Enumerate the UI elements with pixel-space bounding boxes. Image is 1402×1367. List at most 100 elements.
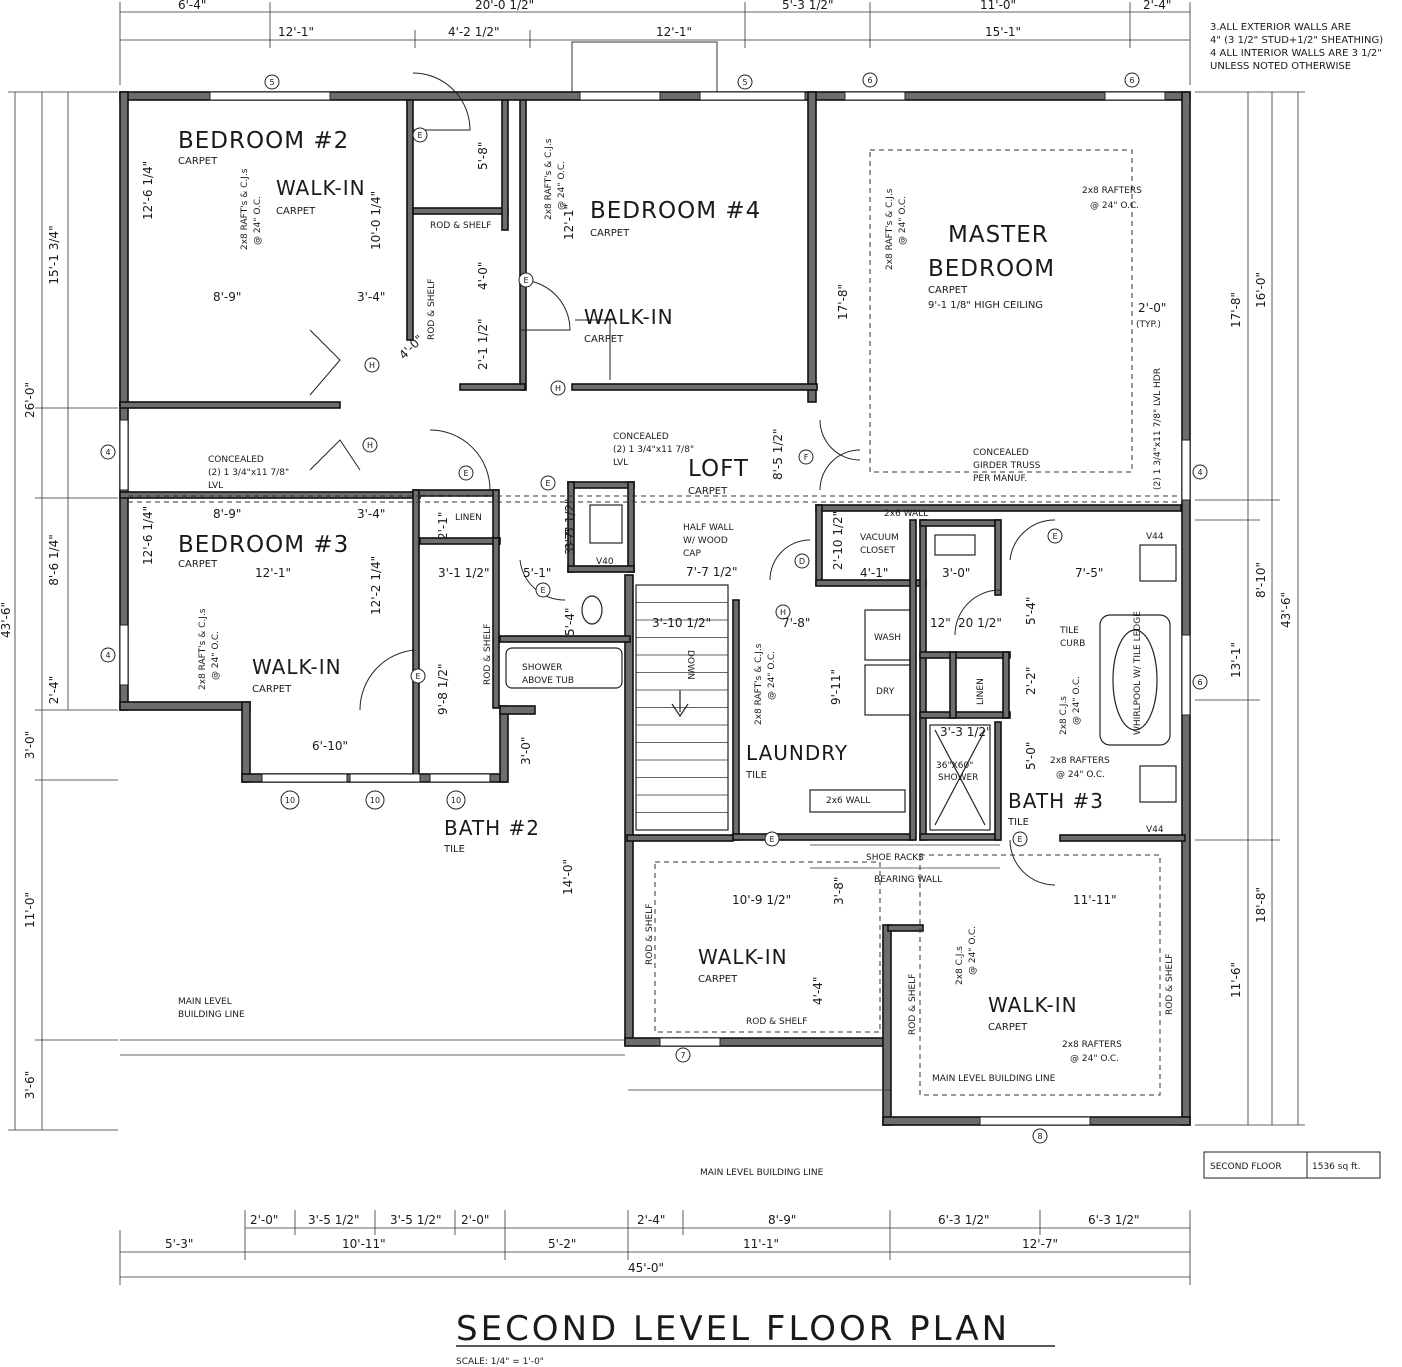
interior-dimension: 3'-0" [942, 566, 970, 580]
door-tag [1047, 528, 1063, 544]
tag-label: 10 [451, 796, 461, 805]
rafter-note: @ 24" O.C. [1072, 676, 1082, 725]
interior-dimension: 8'-5 1/2" [771, 428, 785, 480]
windows [119, 91, 1191, 1126]
dimension-label: 3'-6" [23, 1071, 37, 1099]
interior-dimension: 12'-6 1/4" [141, 161, 155, 220]
tag-label: E [415, 672, 420, 681]
door-tag [775, 604, 791, 620]
half-wall-label: W/ WOOD [683, 536, 728, 546]
room-name-master: BEDROOM [928, 256, 1055, 282]
beam-note: CONCEALED [613, 432, 669, 442]
tag-label: 6 [1129, 76, 1134, 85]
rafter-note: @ 24" O.C. [898, 196, 908, 245]
room-finish: CARPET [252, 684, 292, 695]
dimension-label: 5'-3" [165, 1237, 193, 1251]
room-name-bedroom4: BEDROOM #4 [590, 198, 761, 224]
girder-note: GIRDER TRUSS [973, 461, 1041, 471]
rafter-note: 2x8 RAFTERS [1050, 756, 1110, 766]
interior-dimension: 3'-5 1/2" [563, 498, 577, 550]
dimension-label: 16'-0" [1254, 272, 1268, 308]
shower-label: SHOWER [522, 663, 562, 673]
interior-dimension: 2'-0" [1138, 301, 1166, 315]
tag-label: 6 [867, 76, 872, 85]
note-line: UNLESS NOTED OTHERWISE [1210, 61, 1351, 72]
dimension-label: 2'-4" [1143, 0, 1171, 12]
plan-title: SECOND LEVEL FLOOR PLAN [456, 1309, 1010, 1349]
rod-shelf-label: ROD & SHELF [427, 279, 437, 340]
shower-label: ABOVE TUB [522, 676, 574, 686]
dimension-label: 2'-4" [47, 676, 61, 704]
rafter-note: @ 24" O.C. [557, 161, 567, 210]
interior-dimension: 5'-8" [476, 142, 490, 170]
right-dimension-lines: 16'-0" 17'-8" 8'-10" 13'-1" 18'-8" 11'-6… [1195, 91, 1305, 1126]
room-name-bath3: BATH #3 [1008, 789, 1104, 813]
left-dimension-lines: 15'-1 3/4" 26'-0" 8'-6 1/4" 2'-4" 3'-0" … [0, 91, 118, 1131]
tag-label: 6 [1197, 678, 1202, 687]
vent-label: V44 [1146, 825, 1164, 835]
interior-dimension: 12'-1" [255, 566, 291, 580]
typical-note: (TYP.) [1136, 320, 1161, 330]
interior-dimension: 12'-1" [562, 204, 576, 240]
window-tag [280, 790, 300, 810]
interior-dimension: 3'-7" [563, 527, 577, 555]
wall-note: 2x6 WALL [826, 796, 870, 806]
area-value: 1536 sq ft. [1312, 1162, 1360, 1172]
room-finish: TILE [1007, 817, 1029, 828]
tag-label: 8 [1037, 1132, 1042, 1141]
rafter-note: @ 24" O.C. [767, 651, 777, 700]
interior-dimension: 7'-7 1/2" [686, 565, 738, 579]
door-tag [458, 465, 474, 481]
tag-label: 7 [680, 1051, 685, 1060]
tag-label: 10 [285, 796, 295, 805]
interior-dimension: 5'-1" [523, 566, 551, 580]
window-tag [1032, 1128, 1048, 1144]
whirlpool-label: WHIRLPOOL W/ TILE LEDGE [1133, 611, 1143, 735]
dimension-label: 12'-1" [656, 25, 692, 39]
bottom-dimension-lines: 2'-0" 3'-5 1/2" 3'-5 1/2" 2'-0" 2'-4" 8'… [119, 1210, 1191, 1285]
rafter-note: 2x8 C.J.s [1059, 696, 1069, 735]
tag-label: E [523, 276, 528, 285]
ceiling-note: 9'-1 1/8" HIGH CEILING [928, 300, 1043, 311]
linen-label: LINEN [976, 678, 986, 705]
rod-shelf-label: ROD & SHELF [430, 221, 491, 231]
rafter-note: 2x8 C.J.s [955, 946, 965, 985]
note-line: 4 ALL INTERIOR WALLS ARE 3 1/2" [1210, 48, 1382, 59]
window-tag [1192, 464, 1208, 480]
tag-label: E [540, 586, 545, 595]
tag-label: H [367, 441, 373, 450]
window-tag [446, 790, 466, 810]
vacuum-label: VACUUM [860, 533, 899, 543]
plan-scale: SCALE: 1/4" = 1'-0" [456, 1357, 544, 1367]
tag-label: 4 [105, 448, 110, 457]
rafter-note: @ 24" O.C. [968, 926, 978, 975]
room-name-walkin: WALK-IN [988, 993, 1078, 1017]
building-line-label: MAIN LEVEL [178, 997, 232, 1007]
door-tag [1012, 831, 1028, 847]
washer-label: WASH [874, 633, 901, 643]
dimension-label: 43'-6" [1279, 592, 1293, 628]
room-finish: CARPET [178, 559, 218, 570]
rafter-note: 2x8 RAFT's & C.J.s [885, 188, 895, 270]
room-finish: CARPET [584, 334, 624, 345]
tag-label: H [555, 384, 561, 393]
dimension-label: 12'-1" [278, 25, 314, 39]
dimension-label: 6'-3 1/2" [1088, 1213, 1140, 1227]
header-note: (2) 1 3/4"x11 7/8" LVL HDR [1153, 368, 1163, 490]
dimension-label: 11'-0" [23, 892, 37, 928]
half-wall-label: CAP [683, 549, 701, 559]
vent-label: V44 [1146, 532, 1164, 542]
interior-dimension: 7'-8" [782, 616, 810, 630]
dimension-label: 26'-0" [23, 382, 37, 418]
rod-shelf-label: ROD & SHELF [645, 904, 655, 965]
room-finish: TILE [443, 844, 465, 855]
door-tag [540, 475, 556, 491]
area-box: SECOND FLOOR 1536 sq ft. [1203, 1151, 1381, 1179]
tag-label: 4 [1197, 468, 1202, 477]
dimension-label: 2'-0" [461, 1213, 489, 1227]
window-tag [737, 74, 753, 90]
tag-label: D [799, 557, 805, 566]
tag-label: 4 [105, 651, 110, 660]
room-finish: CARPET [276, 206, 316, 217]
